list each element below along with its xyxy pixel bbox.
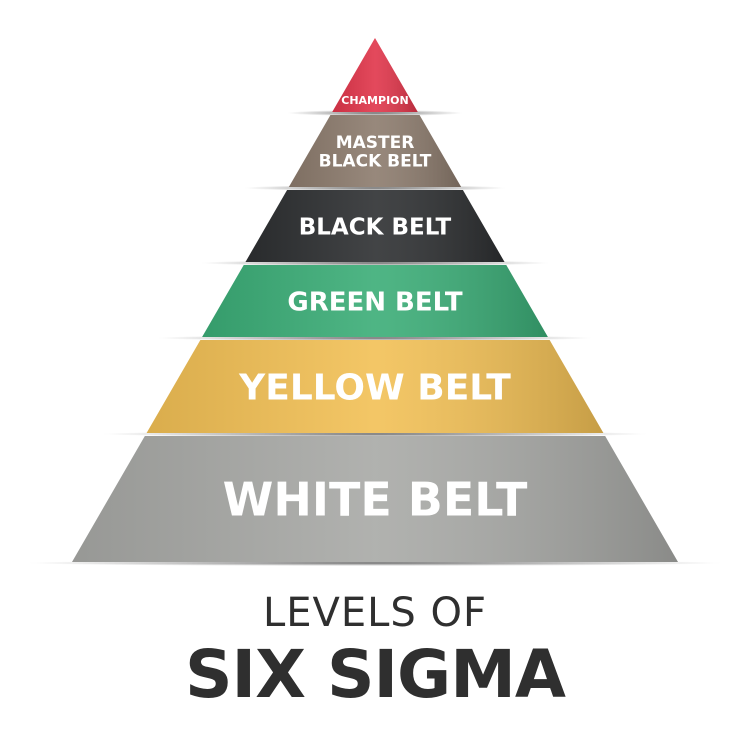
tier-label: BLACK BELT [299, 214, 452, 240]
tier-sheen [146, 340, 604, 433]
tier-sheen [202, 265, 548, 337]
tier-label: MASTER [336, 133, 415, 153]
tier-label: WHITE BELT [223, 473, 528, 527]
tier-label: CHAMPION [341, 94, 408, 107]
tier-label: GREEN BELT [287, 287, 463, 317]
tier-label: BLACK BELT [319, 151, 432, 171]
tier-shadow [287, 110, 463, 116]
tier-sheen [72, 436, 678, 562]
tier-sheen [245, 190, 505, 262]
tier-sheen [332, 38, 418, 112]
tier-black-belt: BLACK BELT [200, 190, 550, 266]
tier-sheen [288, 115, 462, 187]
title-six-sigma: SIX SIGMA [185, 636, 566, 713]
tier-white-belt: WHITE BELT [27, 436, 723, 566]
tier-green-belt: GREEN BELT [157, 265, 593, 341]
tier-label: YELLOW BELT [238, 367, 511, 408]
tier-champion: CHAMPION [287, 38, 463, 116]
title-levels-of: LEVELS OF [262, 590, 488, 636]
tier-yellow-belt: YELLOW BELT [101, 340, 649, 437]
